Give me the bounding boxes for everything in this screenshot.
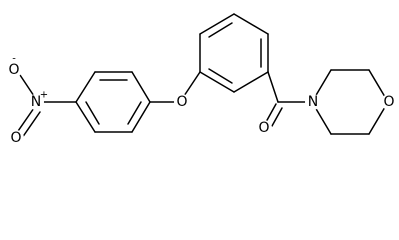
- nitro-oxygen-upper-charge: -: [12, 54, 16, 65]
- bond: [75, 101, 96, 133]
- bond: [233, 13, 269, 35]
- nitro-nitrogen-charge: +: [40, 90, 48, 101]
- nitro-group: [15, 71, 77, 139]
- central-benzene-ring: [199, 13, 269, 93]
- carbonyl-oxygen-label: O: [258, 120, 269, 136]
- nitro-double-bond: [21, 111, 41, 139]
- bond: [131, 101, 151, 133]
- nitro-nitrogen-label: N: [31, 94, 41, 110]
- morpholine-oxygen-label: O: [383, 94, 394, 110]
- bond: [17, 71, 35, 97]
- nitro-oxygen-lower-label: O: [10, 130, 21, 146]
- atom-labels: O O N O N + O - O: [6, 54, 397, 146]
- molecule-structure-diagram: O O N O N + O - O: [6, 13, 397, 146]
- carbonyl-double-bond: [271, 107, 283, 127]
- ether-bridge: [149, 71, 201, 103]
- double-bond-inner: [208, 22, 233, 38]
- bond: [233, 71, 269, 93]
- double-bond-inner: [208, 68, 233, 84]
- carbonyl-double-bond: [265, 103, 277, 123]
- double-bond-inner: [127, 101, 142, 125]
- bond: [75, 71, 96, 103]
- ether-oxygen-label: O: [176, 94, 187, 110]
- morpholine-nitrogen-label: N: [308, 94, 318, 110]
- bond: [199, 13, 235, 35]
- nitro-oxygen-upper-label: O: [8, 62, 19, 78]
- carbonyl-group: [265, 71, 313, 127]
- morpholine-ring: [311, 69, 389, 135]
- bond: [199, 71, 235, 93]
- nitro-double-bond: [15, 107, 35, 135]
- bond: [131, 71, 151, 103]
- bond: [267, 71, 279, 103]
- double-bond-inner: [85, 101, 100, 125]
- nitrophenyl-ring: [75, 71, 151, 133]
